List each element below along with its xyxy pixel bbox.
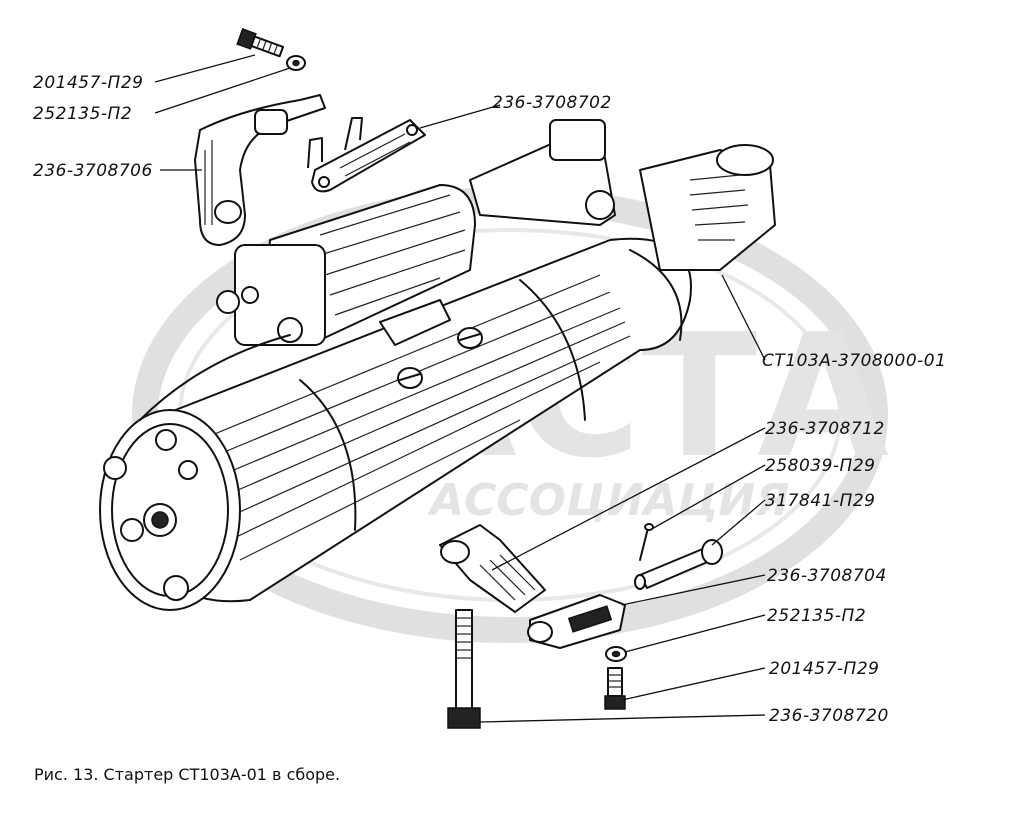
label-bolt-top: 201457-П29 [33,73,143,93]
label-long-bolt: 236-3708720 [769,706,889,726]
label-bolt-bottom: 201457-П29 [769,659,879,679]
bolt-top-part [236,28,306,71]
pin-part [634,539,723,590]
label-washer-top: 252135-П2 [33,104,132,124]
cotter-pin-part [639,523,654,561]
long-bolt-part [447,609,481,729]
lever-plate-part [307,117,426,193]
part-labels: 201457-П29 252135-П2 236-3708706 236-370… [33,73,946,726]
lever-part [439,524,546,613]
starter-body [99,119,776,611]
bracket-clamp-part [194,94,326,246]
leader-lines [154,54,766,723]
figure-caption: Рис. 13. Стартер СТ103А-01 в сборе. [34,765,341,784]
label-lever-plate: 236-3708702 [492,93,612,113]
watermark-sub-text: АССОЦИАЦИЯ [427,475,789,526]
label-cotter-pin: 258039-П29 [765,456,875,476]
label-lever: 236-3708712 [765,419,885,439]
label-washer-bottom: 252135-П2 [767,606,866,626]
bolt-bottom-part [604,667,626,710]
label-starter-assembly: СТ103А-3708000-01 [762,351,946,371]
label-bracket-clamp: 236-3708706 [33,161,153,181]
washer-bottom-part [605,646,627,662]
label-pin: 317841-П29 [765,491,875,511]
bracket-bottom-part [527,594,626,649]
label-bracket-bottom: 236-3708704 [767,566,887,586]
